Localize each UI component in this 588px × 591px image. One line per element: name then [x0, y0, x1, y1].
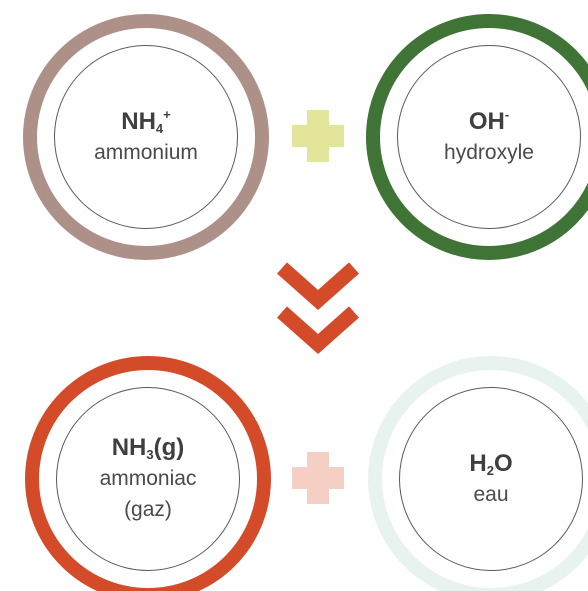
- plus-icon: [292, 110, 344, 162]
- eau-circle: H2O eau: [399, 387, 583, 571]
- hydroxyle-circle: OH- hydroxyle: [397, 45, 581, 229]
- ammonium-formula: NH4+: [121, 106, 171, 136]
- hydroxyle-name: hydroxyle: [444, 140, 534, 164]
- eau-formula: H2O: [469, 449, 513, 478]
- hydroxyle-formula: OH-: [468, 106, 510, 135]
- eau-name: eau: [473, 482, 509, 506]
- double-chevron-down-icon: [277, 262, 359, 355]
- ammoniac-state: (gaz): [124, 498, 172, 521]
- ammonium-name: ammonium: [94, 140, 198, 164]
- ammonium-circle: NH4+ ammonium: [54, 45, 238, 229]
- chevron-down-icon: [277, 306, 359, 355]
- ammoniac-circle: NH3(g) ammoniac (gaz): [56, 387, 240, 571]
- ammoniac-formula: NH3(g): [111, 434, 185, 462]
- plus-icon: [292, 452, 344, 504]
- ammoniac-name: ammoniac: [99, 467, 197, 490]
- chevron-down-icon: [277, 262, 359, 311]
